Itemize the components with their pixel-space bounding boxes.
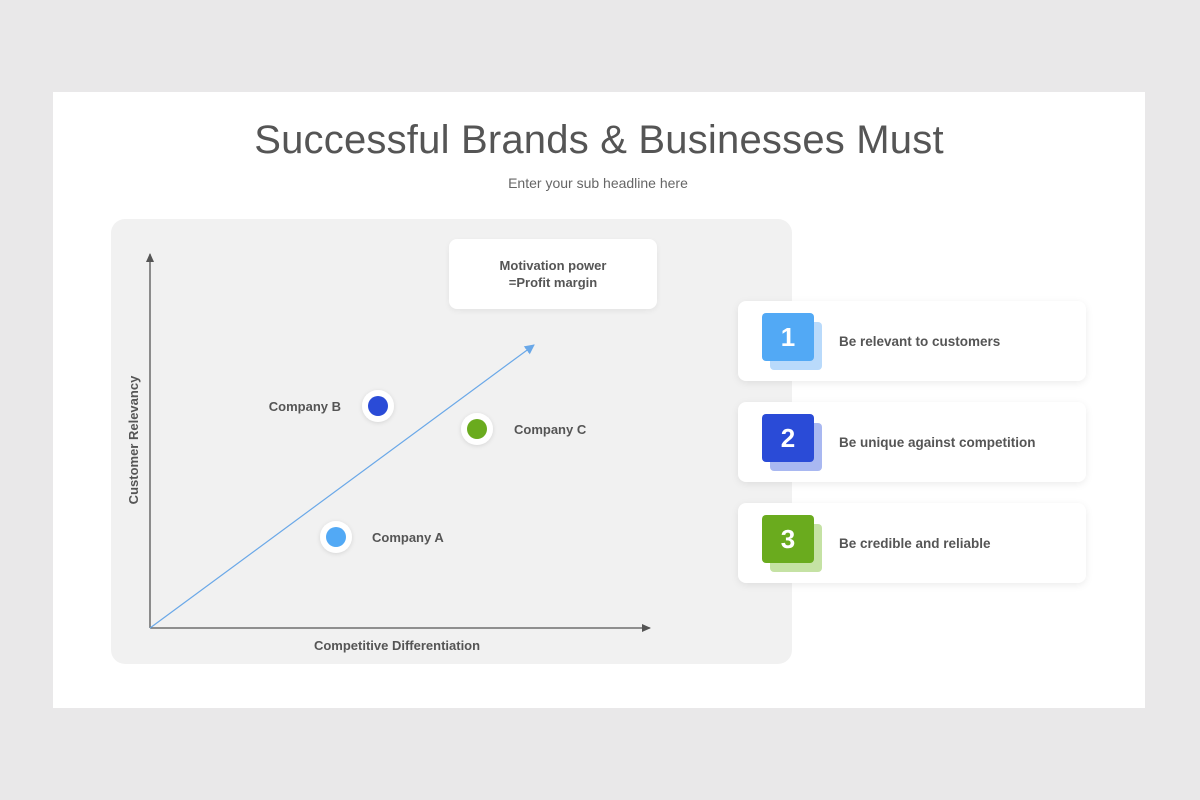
point-card-2: 2 Be unique against competition [738, 402, 1086, 482]
y-axis-label: Customer Relevancy [126, 375, 141, 504]
company-b-dot [368, 396, 388, 416]
company-b-marker [362, 390, 394, 422]
company-a-marker [320, 521, 352, 553]
motivation-line-1: Motivation power [499, 258, 607, 273]
x-axis-label: Competitive Differentiation [314, 638, 480, 653]
card-text-2: Be unique against competition [839, 434, 1036, 450]
card-text-3: Be credible and reliable [839, 535, 991, 551]
slide-title: Successful Brands & Businesses Must [254, 118, 944, 162]
trend-line [149, 344, 535, 629]
slide-subtitle: Enter your sub headline here [508, 175, 688, 191]
badge-number-1: 1 [762, 313, 814, 361]
badge-number-3: 3 [762, 515, 814, 563]
number-badge-1: 1 [762, 313, 822, 371]
point-card-1: 1 Be relevant to customers [738, 301, 1086, 381]
company-c-dot [467, 419, 487, 439]
motivation-line-2: =Profit margin [508, 275, 598, 290]
company-a-dot [326, 527, 346, 547]
company-c-label: Company C [514, 422, 587, 437]
company-c-marker [461, 413, 493, 445]
company-a-label: Company A [372, 530, 444, 545]
number-badge-2: 2 [762, 414, 822, 472]
card-text-1: Be relevant to customers [839, 333, 1001, 349]
badge-number-2: 2 [762, 414, 814, 462]
motivation-callout: Motivation power =Profit margin [449, 239, 657, 309]
number-badge-3: 3 [762, 515, 822, 573]
point-card-3: 3 Be credible and reliable [738, 503, 1086, 583]
company-b-label: Company B [269, 399, 341, 414]
